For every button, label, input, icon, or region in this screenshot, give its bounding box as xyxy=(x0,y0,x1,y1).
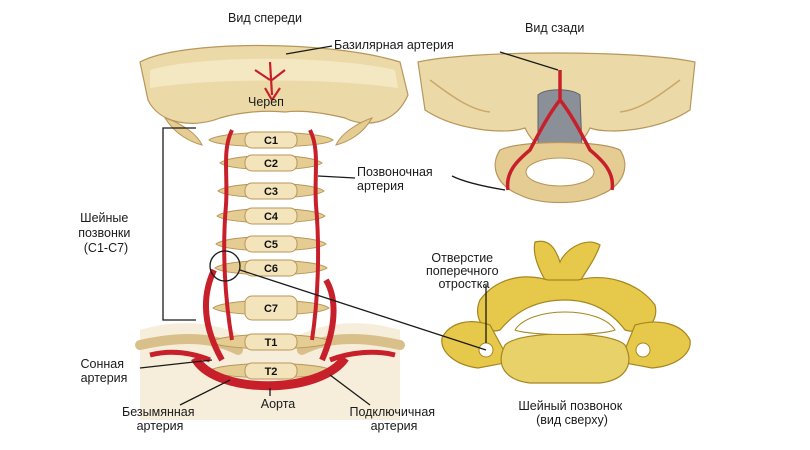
subclavian-artery-right xyxy=(329,349,396,363)
leader-lines xyxy=(139,45,559,406)
vertebral-arch xyxy=(477,276,657,332)
label-subclavian-artery: Подключичная артерия xyxy=(349,405,438,433)
vertebra-body-c5 xyxy=(244,235,298,253)
vertebra-body-t2 xyxy=(244,362,298,380)
vertebra-label-c7: C7 xyxy=(264,303,278,315)
label-vertebral-artery: Позвоночная артерия xyxy=(357,165,436,193)
label-cervical-vertebrae: Шейные позвонки (С1-С7) xyxy=(78,211,134,255)
basilar-artery-back xyxy=(505,70,615,191)
transverse-foramen-right xyxy=(635,342,651,358)
label-back-view: Вид сзади xyxy=(525,21,584,35)
vertebra-label-c1: C1 xyxy=(264,135,278,147)
aortic-arch xyxy=(191,355,349,391)
vertebra-body-c7 xyxy=(244,295,298,321)
vertebra-body-t1 xyxy=(244,333,298,351)
subclavian-artery-left xyxy=(149,349,211,363)
vertebra-label-t1: T1 xyxy=(265,337,278,349)
vertebra-label-c2: C2 xyxy=(264,158,278,170)
labels: Вид спереди Вид сзади Базилярная артерия… xyxy=(78,11,625,433)
label-front-view: Вид спереди xyxy=(228,11,302,25)
vertebra-label-c3: C3 xyxy=(264,186,278,198)
label-brachiocephalic-artery: Безымянная артерия xyxy=(122,405,198,433)
spinous-process xyxy=(533,240,601,286)
label-cervical-vertebra-top: Шейный позвонок (вид сверху) xyxy=(518,399,625,427)
basilar-artery-front xyxy=(254,61,286,101)
label-aorta: Аорта xyxy=(261,397,296,411)
vertebral-foramen xyxy=(514,311,616,335)
vertebra-body-c2 xyxy=(244,154,298,172)
vertebra-body-c6 xyxy=(244,259,298,277)
vertebra-label-c6: C6 xyxy=(264,263,278,275)
label-carotid-artery: Сонная артерия xyxy=(81,357,128,385)
vertebra-top-view xyxy=(441,240,691,384)
vertebra-body-c4 xyxy=(244,207,298,225)
transverse-process-left xyxy=(441,321,511,369)
vertebra-body-c1 xyxy=(244,131,298,149)
vertebral-body xyxy=(500,333,630,384)
transverse-process-right xyxy=(619,321,691,369)
carotid-artery-right xyxy=(319,278,337,362)
vertebral-artery-right xyxy=(308,129,321,341)
vertebra-label-c4: C4 xyxy=(264,211,279,223)
vertebra-label-c5: C5 xyxy=(264,239,278,251)
carotid-artery-left xyxy=(202,268,225,362)
label-transverse-foramen: Отверстие поперечного отростка xyxy=(426,251,502,291)
vertebra-label-t2: T2 xyxy=(265,366,278,378)
vertebral-artery-left xyxy=(222,129,234,341)
label-basilar-artery: Базилярная артерия xyxy=(334,38,454,52)
back-view xyxy=(417,52,696,204)
label-skull: Череп xyxy=(248,95,284,109)
vertebra-body-c3 xyxy=(244,182,298,200)
